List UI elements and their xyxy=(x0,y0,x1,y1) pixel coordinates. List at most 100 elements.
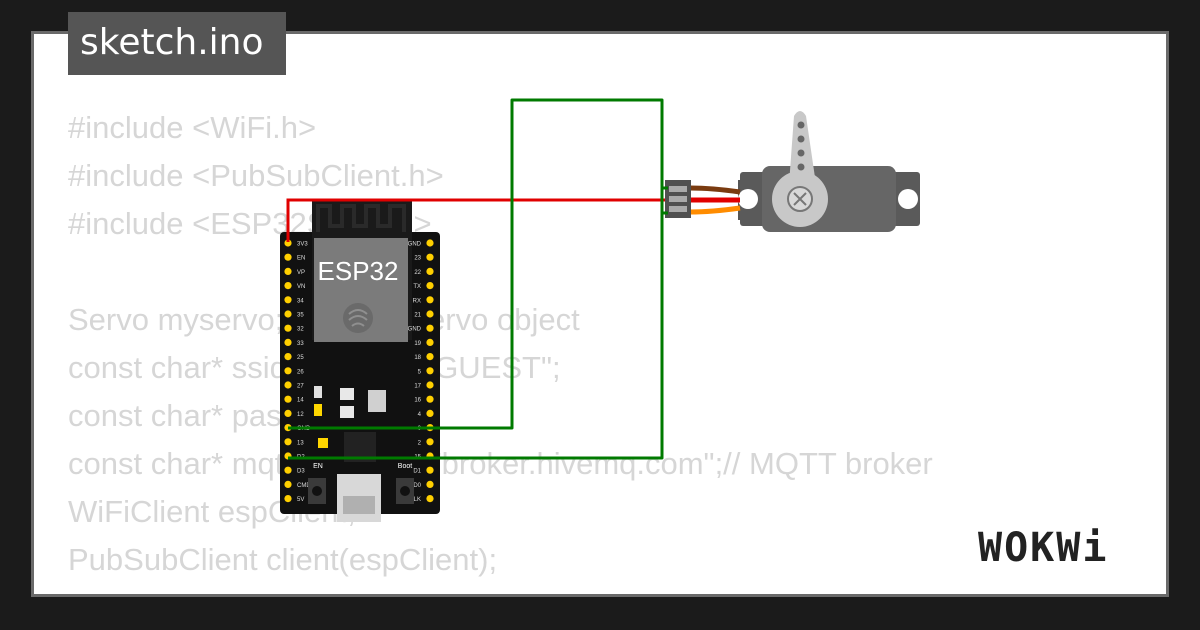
pin-pad[interactable] xyxy=(284,267,292,275)
pin-pad[interactable] xyxy=(284,296,292,304)
pin-pad[interactable] xyxy=(426,239,434,247)
pin-label: CMD xyxy=(297,483,311,489)
pin-pad[interactable] xyxy=(284,466,292,474)
pin-pad[interactable] xyxy=(426,480,434,488)
connector-pin xyxy=(669,206,687,212)
code-line: #include <PubSubClient.h> xyxy=(68,158,444,193)
code-line: PubSubClient client(espClient); xyxy=(68,542,498,577)
pin-label: 17 xyxy=(414,384,421,390)
code-line: #include <WiFi.h> xyxy=(68,110,317,145)
wokwi-logo: WOKWi xyxy=(978,525,1109,571)
espressif-logo-waves xyxy=(348,309,368,327)
pin-pad[interactable] xyxy=(426,310,434,318)
pin-pad[interactable] xyxy=(284,239,292,247)
pin-label: VP xyxy=(297,270,305,276)
horn-hole xyxy=(797,121,805,129)
pin-pad[interactable] xyxy=(426,495,434,503)
regulator xyxy=(368,390,386,412)
pin-pad[interactable] xyxy=(284,353,292,361)
pin-label: 3V3 xyxy=(297,242,308,248)
pin-pad[interactable] xyxy=(426,367,434,375)
servo-mount-hole-right xyxy=(898,189,918,209)
pin-pad[interactable] xyxy=(284,438,292,446)
pin-pad[interactable] xyxy=(284,282,292,290)
servo-lead-orange xyxy=(689,205,741,215)
pin-pad[interactable] xyxy=(426,282,434,290)
boot-button-label: Boot xyxy=(398,463,412,470)
pin-label: 32 xyxy=(297,327,304,333)
micro-usb-opening xyxy=(343,496,375,514)
en-button-cap xyxy=(312,486,322,496)
pin-label: VN xyxy=(297,284,305,290)
pin-label: 21 xyxy=(414,313,421,319)
pin-pad[interactable] xyxy=(284,395,292,403)
pin-pad[interactable] xyxy=(426,324,434,332)
pin-pad[interactable] xyxy=(426,381,434,389)
diagram-card xyxy=(34,34,1166,594)
horn-hole xyxy=(797,135,805,143)
servo-connector xyxy=(665,180,691,218)
pin-pad[interactable] xyxy=(284,409,292,417)
pin-label: GND xyxy=(408,327,422,333)
pin-label: 18 xyxy=(414,355,421,361)
pin-label: 27 xyxy=(297,384,304,390)
smd-component xyxy=(318,438,328,448)
pin-label: EN xyxy=(297,256,305,262)
esp32-board[interactable]: ESP32 3V3ENVPVN343532332526271412GND13D2… xyxy=(280,200,440,522)
pin-label: 23 xyxy=(414,256,421,262)
file-tab-label: sketch.ino xyxy=(80,22,264,63)
pin-pad[interactable] xyxy=(284,367,292,375)
servo-motor[interactable] xyxy=(738,111,920,232)
connector-pin xyxy=(669,196,687,202)
wire-ground[interactable] xyxy=(288,186,668,460)
pin-label: D1 xyxy=(413,469,421,475)
espressif-logo-icon xyxy=(343,303,373,333)
pin-label: 16 xyxy=(414,398,421,404)
horn-hole xyxy=(797,163,805,171)
pin-label: 19 xyxy=(414,341,421,347)
pin-label: GND xyxy=(408,242,422,248)
pin-label: TX xyxy=(413,284,421,290)
pin-pad[interactable] xyxy=(284,253,292,261)
code-line: long lastMsg = 0; xyxy=(68,584,933,594)
pin-label: RX xyxy=(413,298,421,304)
pin-label: D0 xyxy=(413,483,421,489)
servo-leads xyxy=(689,185,741,215)
pin-pad[interactable] xyxy=(426,438,434,446)
smd-led xyxy=(314,386,322,398)
pin-label: D3 xyxy=(297,469,305,475)
antenna-trace xyxy=(316,204,406,232)
pin-pad[interactable] xyxy=(426,338,434,346)
pin-pad[interactable] xyxy=(284,324,292,332)
pin-pad[interactable] xyxy=(284,310,292,318)
pin-label: CLK xyxy=(409,497,421,503)
pin-label: 22 xyxy=(414,270,421,276)
pin-pad[interactable] xyxy=(426,466,434,474)
pin-label: 35 xyxy=(297,313,304,319)
pin-label: 2 xyxy=(418,440,422,446)
pin-pad[interactable] xyxy=(426,296,434,304)
en-button-label: EN xyxy=(313,463,323,470)
smd-component xyxy=(340,388,354,400)
pin-label: 25 xyxy=(297,355,304,361)
pin-label: 26 xyxy=(297,369,304,375)
pin-pad[interactable] xyxy=(426,395,434,403)
wires xyxy=(286,98,668,460)
pin-label: 33 xyxy=(297,341,304,347)
pin-pad[interactable] xyxy=(284,495,292,503)
pin-pad[interactable] xyxy=(284,381,292,389)
smd-led xyxy=(314,404,322,416)
pin-label: 12 xyxy=(297,412,304,418)
pin-label: 34 xyxy=(297,298,304,304)
pin-pad[interactable] xyxy=(426,353,434,361)
pin-pad[interactable] xyxy=(284,480,292,488)
pin-pad[interactable] xyxy=(426,253,434,261)
pin-pad[interactable] xyxy=(284,338,292,346)
file-tab[interactable]: sketch.ino xyxy=(68,12,286,75)
wire-power[interactable] xyxy=(286,198,665,242)
pin-pad[interactable] xyxy=(426,267,434,275)
pin-pad[interactable] xyxy=(426,409,434,417)
pin-label: 5 xyxy=(418,369,422,375)
